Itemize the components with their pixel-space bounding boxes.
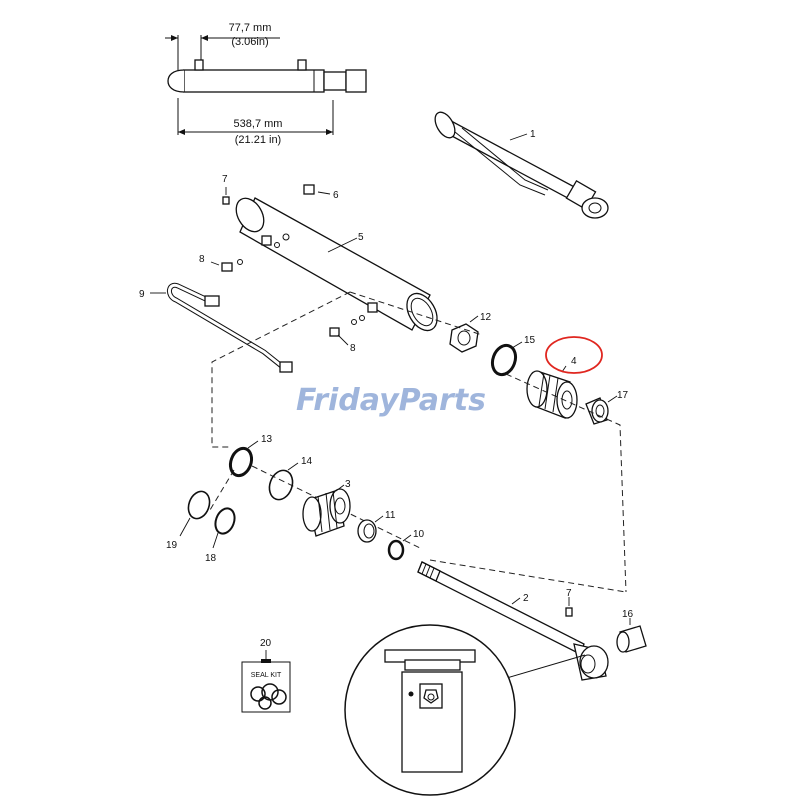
part-5-barrel[interactable]: 5 — [231, 193, 444, 335]
part-4-piston[interactable]: 4 — [526, 336, 603, 419]
highlight-circle — [545, 336, 603, 374]
watermark-logo: FridayParts — [296, 383, 486, 418]
part-8-plug-upper[interactable]: 8 — [199, 254, 243, 272]
callout-20: 20 — [260, 638, 272, 649]
dimension-drawing: 77,7 mm (3.06in) 538,7 mm (21.21 in) — [165, 22, 367, 146]
part-11-wiper[interactable]: 11 — [357, 510, 396, 543]
callout-8-upper: 8 — [199, 254, 205, 265]
part-3-gland[interactable]: 3 — [302, 479, 351, 537]
part-1-cylinder-assembly[interactable]: 1 — [431, 109, 609, 219]
callout-16: 16 — [622, 609, 634, 620]
part-2-rod[interactable]: 2 — [417, 561, 609, 681]
seal-kit-label: SEAL KIT — [251, 672, 282, 679]
part-18-o-ring[interactable]: 18 — [205, 506, 238, 564]
part-19-backup-ring[interactable]: 19 — [166, 488, 213, 551]
callout-2: 2 — [523, 593, 529, 604]
part-6-fitting[interactable]: 6 — [303, 184, 339, 201]
part-13-o-ring[interactable]: 13 — [227, 434, 273, 479]
callout-3: 3 — [345, 479, 351, 490]
part-7-grease-fitting-lower[interactable]: 7 — [565, 588, 573, 617]
part-9-tube[interactable]: 9 — [139, 282, 293, 373]
callout-15: 15 — [524, 335, 536, 346]
top-dimension-metric: 77,7 mm — [229, 22, 272, 34]
part-15-o-ring[interactable]: 15 — [489, 335, 536, 378]
callout-8-lower: 8 — [350, 343, 356, 354]
part-8-plug-lower[interactable]: 8 — [329, 315, 365, 355]
svg-text:FridayParts: FridayParts — [296, 383, 486, 418]
callout-9: 9 — [139, 289, 145, 300]
callout-7-lower: 7 — [566, 588, 572, 599]
bottom-dimension-metric: 538,7 mm — [234, 118, 283, 130]
detail-magnifier — [344, 624, 586, 796]
part-7-grease-fitting-upper[interactable]: 7 — [222, 174, 290, 248]
watermark-parts: Parts — [399, 383, 486, 418]
part-17-wear-ring[interactable]: 17 — [585, 390, 629, 425]
callout-11: 11 — [385, 510, 396, 521]
callout-13: 13 — [261, 434, 273, 445]
callout-19: 19 — [166, 540, 178, 551]
callout-5: 5 — [358, 232, 364, 243]
callout-1: 1 — [530, 129, 536, 140]
part-12-nut[interactable]: 12 — [449, 312, 492, 353]
bottom-dimension-imperial: (21.21 in) — [235, 134, 281, 146]
part-10-snap-ring[interactable]: 10 — [387, 529, 425, 561]
callout-7-upper: 7 — [222, 174, 228, 185]
callout-18: 18 — [205, 553, 217, 564]
assembly-guide-lines — [209, 291, 627, 593]
callout-10: 10 — [413, 529, 425, 540]
watermark-friday: Friday — [296, 383, 400, 418]
top-dimension-imperial: (3.06in) — [231, 36, 268, 48]
callout-17: 17 — [617, 390, 629, 401]
callout-14: 14 — [301, 456, 313, 467]
callout-12: 12 — [480, 312, 492, 323]
part-20-seal-kit[interactable]: 20 SEAL KIT — [241, 638, 291, 713]
callout-6: 6 — [333, 190, 339, 201]
callout-4: 4 — [571, 356, 577, 367]
part-14-seal[interactable]: 14 — [266, 456, 313, 503]
part-16-bushing[interactable]: 16 — [616, 609, 647, 653]
